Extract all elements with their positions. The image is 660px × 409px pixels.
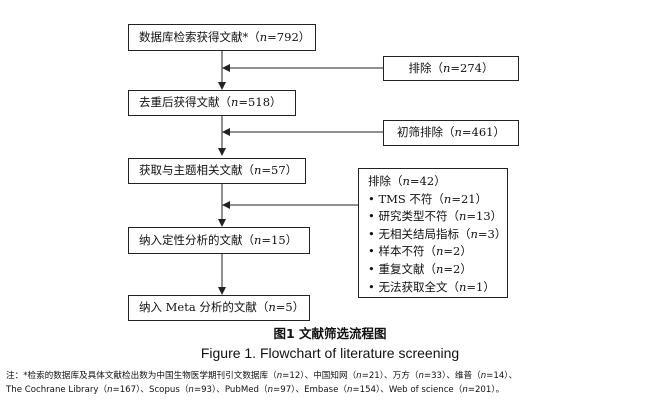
- meta-box: 纳入 Meta 分析的文献（n=5）: [128, 295, 310, 321]
- exclusion-item: • 研究类型不符（n=13）: [368, 209, 503, 224]
- prelim-exclusion-label: 初筛排除（n=461）: [396, 125, 505, 140]
- relevant-box: 获取与主题相关文献（n=57）: [128, 158, 306, 184]
- exclusion-list-title: 排除（n=42）: [368, 174, 446, 188]
- records-box: 数据库检索获得文献*（n=792）: [128, 24, 316, 51]
- dedup-box: 去重后获得文献（n=518）: [128, 90, 296, 116]
- exclusion-item: • TMS 不符（n=21）: [368, 191, 488, 206]
- exclusion-item: • 无法获取全文（n=1）: [368, 279, 495, 294]
- exclusion-1-label: 排除（n=274）: [408, 60, 494, 75]
- exclusion-item: • 重复文献（n=2）: [368, 261, 472, 276]
- records-label: 数据库检索获得文献*（n=792）: [139, 29, 311, 44]
- exclusion-list-box: 排除（n=42） • TMS 不符（n=21） • 研究类型不符（n=13） •…: [358, 168, 508, 298]
- qualitative-label: 纳入定性分析的文献（n=15）: [139, 232, 298, 247]
- figure-note: 注：*检索的数据库及具体文献检出数为中国生物医学期刊引文数据库（n=12）、中国…: [6, 369, 656, 397]
- exclusion-box-1: 排除（n=274）: [383, 56, 519, 81]
- figure-caption-en: Figure 1. Flowchart of literature screen…: [200, 345, 460, 361]
- figure-caption-cn: 图1 文献筛选流程图: [273, 326, 387, 341]
- meta-label: 纳入 Meta 分析的文献（n=5）: [139, 300, 305, 315]
- dedup-label: 去重后获得文献（n=518）: [139, 95, 282, 110]
- relevant-label: 获取与主题相关文献（n=57）: [139, 163, 298, 178]
- prelim-exclusion-box: 初筛排除（n=461）: [383, 120, 519, 146]
- qualitative-box: 纳入定性分析的文献（n=15）: [128, 227, 310, 254]
- note-line-2: The Cochrane Library（n=167）、Scopus（n=93）…: [6, 385, 505, 395]
- note-line-1: 注：*检索的数据库及具体文献检出数为中国生物医学期刊引文数据库（n=12）、中国…: [6, 371, 518, 381]
- exclusion-item: • 无相关结局指标（n=3）: [368, 226, 507, 241]
- exclusion-item: • 样本不符（n=2）: [368, 244, 472, 259]
